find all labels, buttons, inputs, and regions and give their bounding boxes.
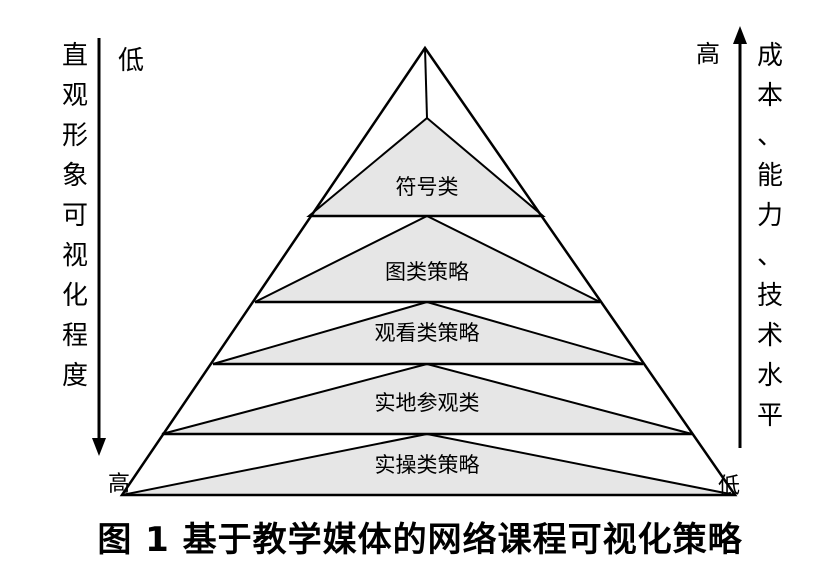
- layer-label-1: 符号类: [396, 175, 459, 199]
- left-axis-bottom-label: 高: [108, 472, 131, 497]
- right-axis-top-label: 高: [696, 40, 720, 68]
- pyramid-outline: [119, 45, 738, 497]
- right-axis-bottom-label: 低: [718, 474, 741, 499]
- layer-band-2: [254, 214, 601, 303]
- right-arrow: [733, 26, 747, 448]
- layer-label-3: 观看类策略: [375, 321, 480, 345]
- left-arrow: [92, 38, 106, 456]
- left-axis-top-label: 低: [118, 46, 145, 76]
- layer-label-5: 实操类策略: [375, 453, 480, 477]
- pyramid-center-edge: [424, 47, 428, 119]
- figure-caption: 图 1 基于教学媒体的网络课程可视化策略: [97, 520, 743, 560]
- layer-label-4: 实地参观类: [375, 391, 480, 415]
- layer-label-2: 图类策略: [385, 260, 469, 284]
- right-axis-label: 成 本 、 能 力 、 技 术 水 平: [756, 41, 783, 431]
- left-axis-label: 直 观 形 象 可 视 化 程 度: [61, 41, 88, 391]
